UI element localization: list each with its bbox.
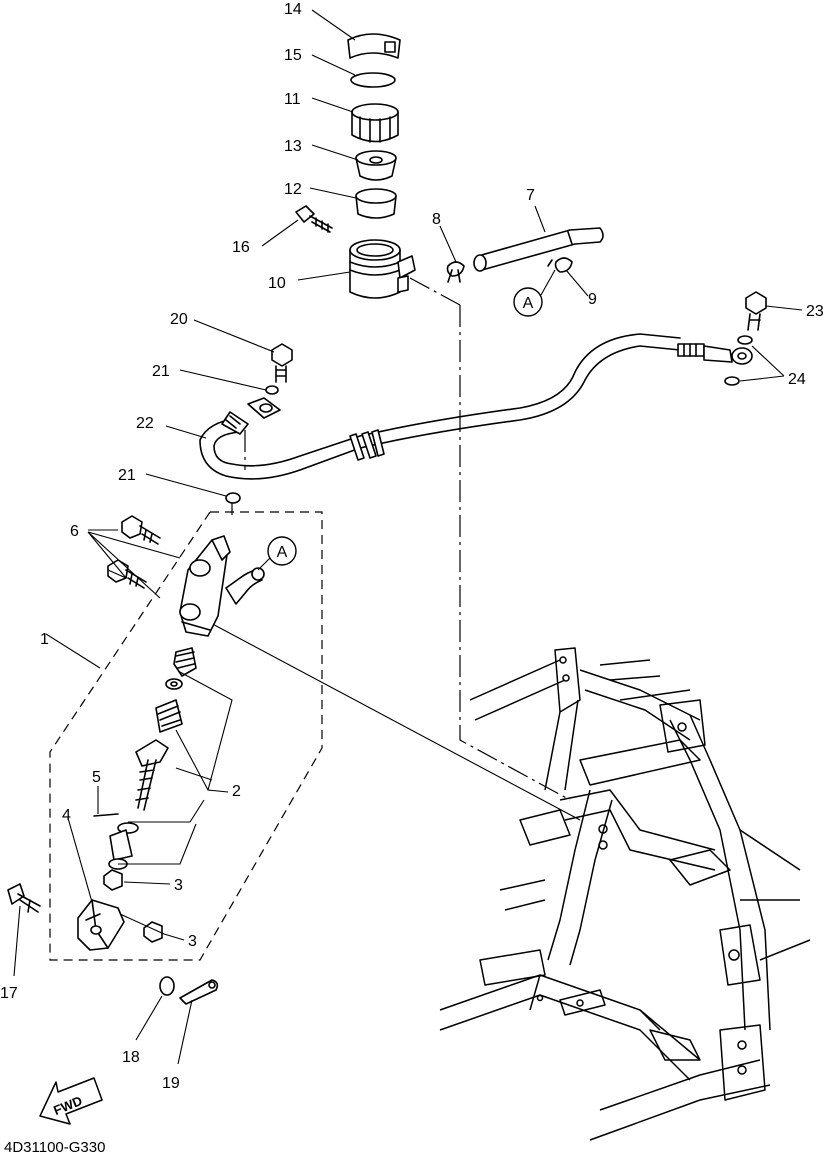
forward-direction-arrow: FWD: [39, 1077, 103, 1125]
leader-lines: [13, 9, 803, 1065]
reference-mark-a-hose-label: A: [523, 295, 534, 312]
diaphragm-holder: [355, 188, 397, 219]
hose-clamp-9: [547, 257, 573, 273]
callout-15: 15: [284, 47, 302, 64]
master-cylinder-body: [179, 535, 265, 637]
callout-7: 7: [526, 187, 535, 204]
callout-18: 18: [122, 1049, 140, 1066]
copper-washer-24-top: [737, 335, 753, 345]
bolt-6-upper: [121, 515, 161, 545]
cotter-pin-19: [179, 979, 219, 1005]
bolt-16: [295, 205, 333, 233]
callout-6: 6: [70, 523, 79, 540]
callout-17: 17: [0, 985, 18, 1002]
brake-hose: [199, 333, 753, 480]
reference-mark-a-cylinder-label: A: [277, 544, 288, 561]
callout-16: 16: [232, 239, 250, 256]
bolt-6-lower: [107, 559, 147, 589]
callout-5: 5: [92, 769, 101, 786]
callout-24: 24: [788, 371, 806, 388]
callout-9: 9: [588, 291, 597, 308]
reservoir-cap-cover: [347, 33, 401, 59]
callout-13: 13: [284, 138, 302, 155]
callout-11: 11: [284, 91, 301, 108]
callout-12: 12: [284, 181, 302, 198]
callout-1: 1: [40, 631, 49, 648]
reference-mark-a-cylinder: A: [257, 536, 297, 571]
master-cylinder-assy-outline: [49, 511, 323, 961]
washer-18: [159, 976, 175, 996]
union-bolt-20: [271, 343, 293, 383]
assembly-guide-lines: [204, 277, 581, 821]
callout-20: 20: [170, 311, 188, 328]
hose-clamp-8: [446, 261, 465, 283]
callout-22: 22: [136, 415, 154, 432]
callout-23: 23: [806, 303, 824, 320]
frame-assembly: [439, 647, 811, 1141]
diaphragm: [355, 150, 397, 181]
master-cylinder-reservoir: [349, 239, 416, 299]
diagram-code: 4D31100-G330: [4, 1139, 105, 1156]
callout-3-lower: 3: [188, 933, 197, 950]
push-rod-kit: [108, 647, 197, 870]
callout-21-top: 21: [152, 363, 170, 380]
callout-14: 14: [284, 1, 302, 18]
bolt-17: [7, 883, 41, 913]
callout-4: 4: [62, 807, 71, 824]
copper-washer-21-bottom: [225, 492, 241, 504]
copper-washer-24-bottom: [724, 376, 740, 386]
callout-2: 2: [232, 783, 241, 800]
callout-8: 8: [432, 211, 441, 228]
nut-3-upper: [103, 869, 123, 891]
reservoir-cap: [351, 103, 399, 143]
callout-numbers: 14 15 11 13 12 16 10 8 7 9 20 21 22 21 2…: [0, 1, 824, 1092]
callout-10: 10: [268, 275, 286, 292]
cotter-pin-5: [93, 813, 119, 817]
copper-washer-21-top: [265, 385, 279, 395]
diaphragm-plate: [350, 72, 396, 88]
callout-19: 19: [162, 1075, 180, 1092]
brake-rod-joint-4: [77, 899, 125, 951]
reservoir-hose: [473, 227, 604, 272]
callout-3-upper: 3: [174, 877, 183, 894]
callout-21-bottom: 21: [118, 467, 136, 484]
reference-mark-a-hose: A: [513, 269, 556, 317]
union-bolt-23: [745, 291, 767, 331]
